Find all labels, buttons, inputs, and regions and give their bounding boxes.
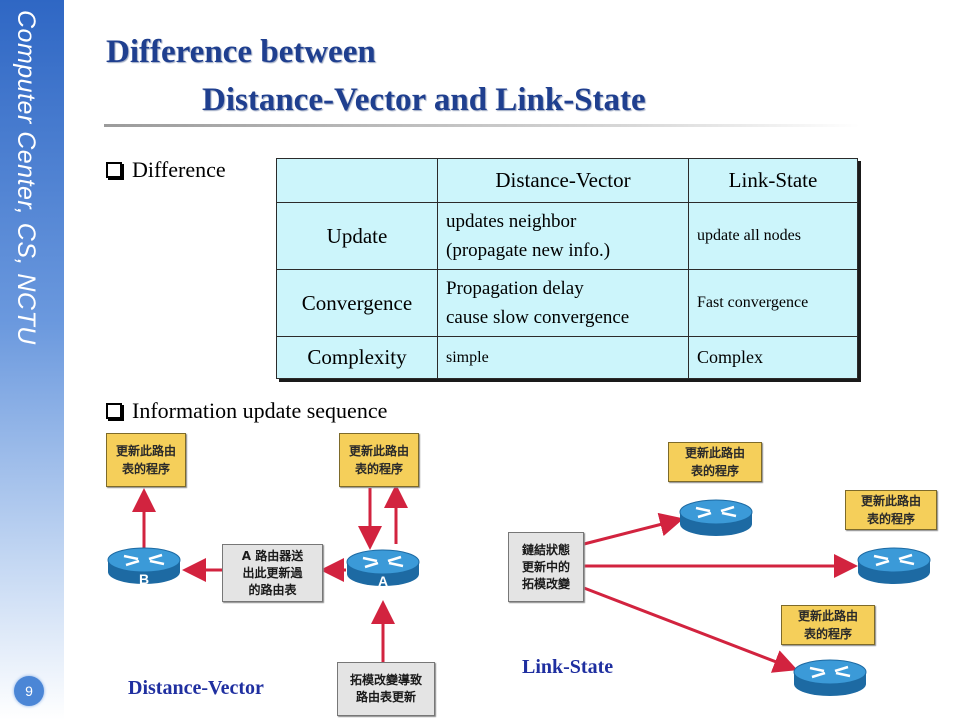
dv-diagram-caption: Distance-Vector [128,677,264,699]
note-line: 表的程序 [866,512,915,526]
ls-cell: Complex [688,336,858,379]
dv-cell: updates neighbor (propagate new info.) [437,202,689,270]
sidebar-org-label: Computer Center, CS, NCTU [12,10,40,345]
router-b-icon [106,546,182,586]
note-update-program-b: 更新此路由表的程序 [106,433,186,487]
ls-cell: Fast convergence [688,269,858,337]
note-line: 表的程序 [121,462,170,476]
ls-diagram-caption: Link-State [522,656,614,678]
router-a-label: A [378,573,388,589]
router-icon [856,546,932,586]
note-line: 更新此路由 [684,446,745,460]
router-icon [792,658,868,698]
cell-line: (propagate new info.) [446,240,611,261]
bullet-text: Difference [132,157,226,182]
page-number-badge: 9 [14,676,44,706]
note-update-program-a: 更新此路由表的程序 [339,433,419,487]
ls-cell: update all nodes [688,202,858,270]
slide-title-line-1: Difference between [106,34,376,70]
bullet-update-sequence: Information update sequence [106,398,387,424]
table-header-row: Distance-Vector Link-State [276,158,858,203]
note-update-program: 更新此路由表的程序 [668,442,762,482]
box-line: 鏈結狀態 [521,542,570,557]
sidebar: Computer Center, CS, NCTU [0,0,64,720]
box-line: 的路由表 [248,582,297,597]
row-label: Convergence [276,269,438,337]
note-line: 更新此路由 [115,444,176,458]
table-header-cell [276,158,438,203]
note-line: 表的程序 [354,462,403,476]
dv-cell: simple [437,336,689,379]
note-update-program: 更新此路由表的程序 [845,490,937,530]
checkbox-bullet-icon [106,403,122,419]
note-line: 表的程序 [690,464,739,478]
box-line: A 路由器送 [241,548,304,563]
note-line: 表的程序 [803,627,852,641]
box-line: 拓模改變 [521,576,570,591]
comparison-table: Distance-Vector Link-State Update update… [276,158,858,379]
cell-line: cause slow convergence [446,307,630,328]
table-header-cell: Distance-Vector [437,158,689,203]
router-a-icon [345,548,421,588]
note-update-program: 更新此路由表的程序 [781,605,875,645]
note-line: 更新此路由 [348,444,409,458]
arrow-ls-to-router-1 [583,512,684,546]
send-routing-table-box: A 路由器送 出此更新過 的路由表 [222,544,323,602]
cell-line: updates neighbor [446,211,577,232]
checkbox-bullet-icon [106,162,122,178]
row-label: Update [276,202,438,270]
router-b-label: B [139,571,149,587]
dv-cell: Propagation delay cause slow convergence [437,269,689,337]
table-header-cell: Link-State [688,158,858,203]
topology-change-box: 拓模改變導致 路由表更新 [337,662,435,716]
box-line: 出此更新過 [242,565,303,580]
bullet-difference: Difference [106,157,226,183]
box-line: 拓模改變導致 [349,673,422,687]
note-line: 更新此路由 [860,494,921,508]
table-row: Update updates neighbor (propagate new i… [276,202,858,270]
table-row: Convergence Propagation delay cause slow… [276,269,858,337]
bullet-text: Information update sequence [132,398,388,423]
title-divider [104,124,860,127]
table-row: Complexity simple Complex [276,336,858,379]
link-state-change-box: 鏈結狀態 更新中的 拓模改變 [508,532,584,602]
cell-line: Propagation delay [446,278,584,299]
box-line: 更新中的 [521,559,570,574]
slide-title-line-2: Distance-Vector and Link-State [202,82,646,118]
arrow-ls-to-router-3 [583,586,798,673]
box-line: 路由表更新 [355,690,416,704]
router-icon [678,498,754,538]
note-line: 更新此路由 [797,609,858,623]
row-label: Complexity [276,336,438,379]
